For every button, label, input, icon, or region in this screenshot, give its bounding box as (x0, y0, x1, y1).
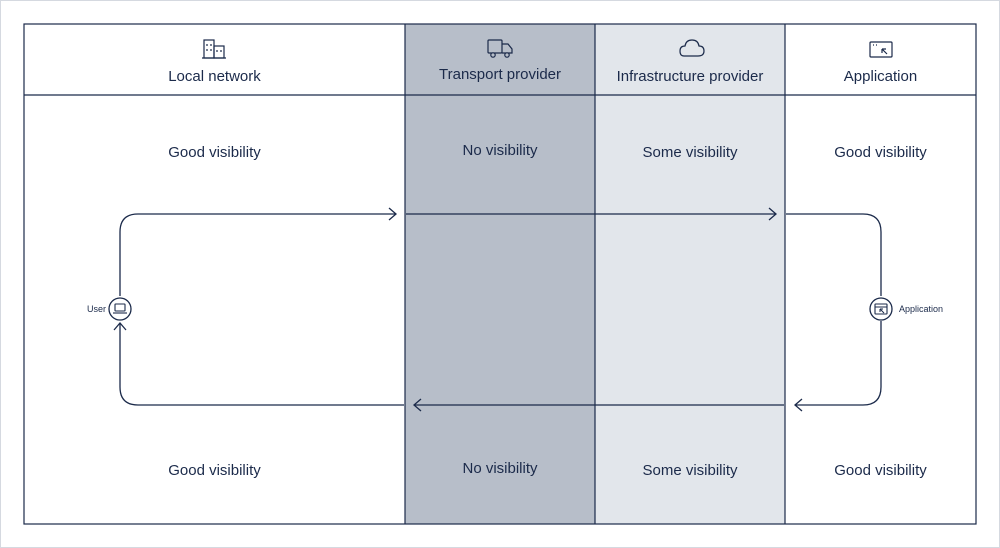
truck-icon (487, 39, 513, 58)
visibility-top-infrastructure-provider: Some visibility (642, 144, 738, 161)
column-title-transport-provider: Transport provider (439, 66, 561, 83)
response-path-right (795, 321, 882, 406)
building-icon (202, 39, 226, 59)
request-path-left (119, 213, 396, 296)
table-border (23, 23, 977, 525)
request-arrowhead-2 (768, 207, 777, 221)
application-endpoint-icon (869, 297, 893, 321)
cloud-icon (679, 39, 705, 57)
response-arrowhead-1 (794, 398, 803, 412)
request-path-right (786, 213, 882, 296)
visibility-top-application: Good visibility (834, 144, 927, 161)
response-path-left (119, 323, 404, 406)
visibility-top-transport-provider: No visibility (462, 142, 538, 159)
app-window-icon (869, 41, 893, 58)
user-label: User (86, 304, 106, 314)
application-endpoint-label: Application (899, 304, 944, 314)
visibility-top-local-network: Good visibility (168, 144, 261, 161)
response-arrowhead-2 (413, 398, 422, 412)
visibility-bottom-transport-provider: No visibility (462, 460, 538, 477)
user-laptop-icon (108, 297, 132, 321)
request-arrowhead-1 (388, 207, 397, 221)
visibility-bottom-application: Good visibility (834, 462, 927, 479)
response-arrowhead-3 (113, 322, 127, 331)
column-bg-transport (405, 24, 595, 524)
column-title-application: Application (843, 68, 918, 85)
visibility-bottom-infrastructure-provider: Some visibility (642, 462, 738, 479)
column-title-local-network: Local network (168, 68, 261, 85)
column-title-infrastructure-provider: Infrastructure provider (616, 68, 764, 85)
column-bg-infrastructure (595, 24, 785, 524)
visibility-bottom-local-network: Good visibility (168, 462, 261, 479)
